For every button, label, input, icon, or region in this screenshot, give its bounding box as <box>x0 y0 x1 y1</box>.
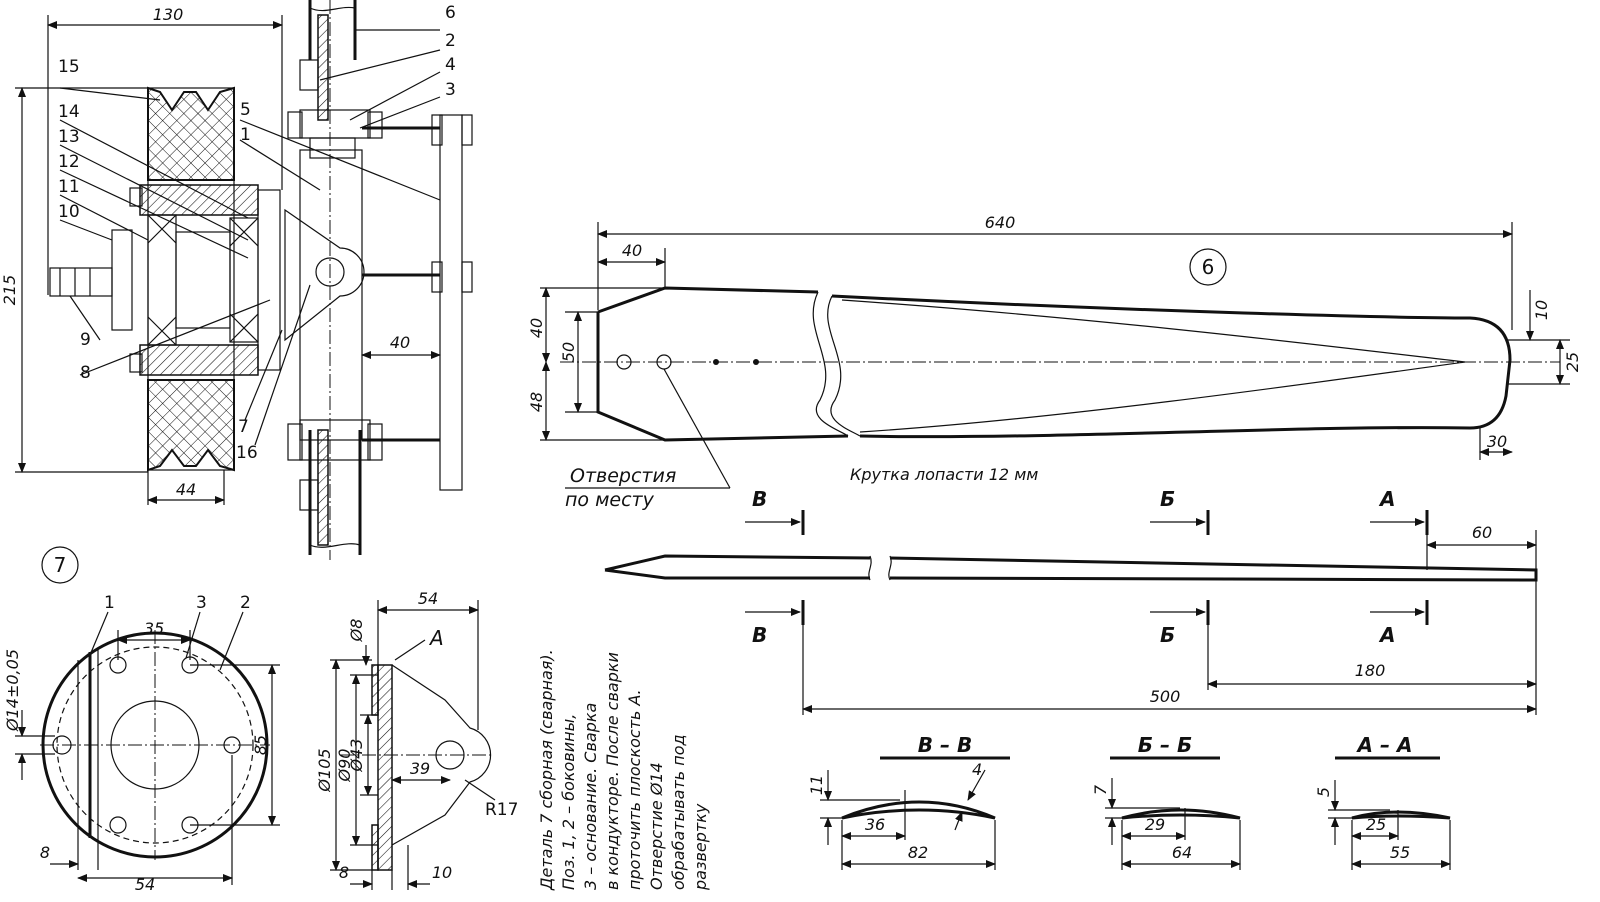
dim-shaft-offset: 40 <box>390 333 410 352</box>
part7-label-1: 1 <box>104 593 115 613</box>
part7-radius: R17 <box>485 800 518 820</box>
section-v-height: 11 <box>807 775 826 795</box>
part7-bore: Ø14±0,05 <box>3 649 22 732</box>
dim-tip-offset: 10 <box>1532 300 1551 320</box>
assembly-view: 130 215 44 40 <box>0 0 473 560</box>
section-b-title: Б – Б <box>1138 733 1192 757</box>
part7-side-width: 54 <box>418 589 438 608</box>
callout-8: 8 <box>80 363 91 383</box>
blade-side-view: В В Б Б А А 60 180 500 <box>604 487 1538 715</box>
section-a-a: А – А 5 25 55 <box>1314 733 1451 870</box>
callout-5: 5 <box>240 100 251 120</box>
callout-15: 15 <box>58 57 80 77</box>
section-a-title: А – А <box>1356 733 1413 757</box>
section-a-offset: 25 <box>1366 815 1386 834</box>
part7-thick-right: 10 <box>432 863 452 882</box>
section-b-b: Б – Б 7 29 64 <box>1091 733 1241 870</box>
part7-edge: 8 <box>40 843 50 862</box>
part7-d-mid: Ø90 <box>335 749 354 783</box>
cut-letter-v-bottom: В <box>752 623 767 647</box>
callout-12: 12 <box>58 152 80 172</box>
note-line-5: проточить плоскость А. <box>625 689 644 890</box>
callout-11: 11 <box>58 177 80 197</box>
dim-root-chamfer: 40 <box>622 241 642 260</box>
callout-6: 6 <box>445 3 456 23</box>
section-b-offset: 29 <box>1145 815 1165 834</box>
section-v-v: В – В 11 4 36 82 <box>807 733 1010 870</box>
dim-assembly-height: 215 <box>0 275 19 306</box>
holes-note-line2: по месту <box>565 489 655 511</box>
cut-letter-b-bottom: Б <box>1160 623 1175 647</box>
part7-d-outer: Ø105 <box>315 748 334 792</box>
part7-plane-label: А <box>428 626 444 650</box>
part7-d-small: Ø8 <box>347 619 366 643</box>
callout-3: 3 <box>445 80 456 100</box>
dim-blade-length: 640 <box>985 213 1016 232</box>
part7-note: Деталь 7 сборная (сварная). Поз. 1, 2 – … <box>537 649 710 891</box>
blade-part-number: 6 <box>1202 255 1215 279</box>
callout-13: 13 <box>58 127 80 147</box>
section-a-chord: 55 <box>1390 843 1410 862</box>
part7-side-view: 54 А Ø105 Ø90 Ø43 Ø8 39 R17 8 10 <box>315 589 518 890</box>
part7-thick-left: 8 <box>339 863 349 882</box>
section-b-height: 7 <box>1091 784 1110 795</box>
dim-tip-width: 25 <box>1563 352 1582 372</box>
note-line-4: в кондукторе. После сварки <box>603 652 622 890</box>
callout-9: 9 <box>80 330 91 350</box>
callout-14: 14 <box>58 102 80 122</box>
part7-front-view: 7 35 1 3 2 Ø14±0,05 85 <box>3 546 280 894</box>
cut-letter-v-top: В <box>752 487 767 511</box>
section-a-height: 5 <box>1314 787 1333 797</box>
part7-front-height: 85 <box>251 735 270 755</box>
cut-letter-b-top: Б <box>1160 487 1175 511</box>
cut-letter-a-bottom: А <box>1378 623 1395 647</box>
callout-10: 10 <box>58 202 80 222</box>
section-v-thickness: 4 <box>972 760 982 779</box>
note-line-3: 3 – основание. Сварка <box>581 703 600 890</box>
part7-hole-spacing: 35 <box>144 619 164 638</box>
dim-assembly-width: 130 <box>153 5 184 24</box>
dim-hub-width: 44 <box>176 480 196 499</box>
dim-section-v: 500 <box>1150 687 1181 706</box>
dim-half-lower: 48 <box>527 392 546 412</box>
dim-tip-length: 30 <box>1487 432 1507 451</box>
twist-note: Крутка лопасти 12 мм <box>850 465 1038 484</box>
callout-1: 1 <box>240 125 251 145</box>
note-line-6: Отверстие Ø14 <box>647 762 666 890</box>
part7-hole-dist: 39 <box>410 759 430 778</box>
note-line-7: обрабатывать под <box>669 734 688 890</box>
part7-label-2: 2 <box>240 593 251 613</box>
dim-section-b: 180 <box>1355 661 1386 680</box>
note-line-2: Поз. 1, 2 – боковины, <box>559 714 578 890</box>
callout-4: 4 <box>445 55 456 75</box>
section-v-offset: 36 <box>865 815 885 834</box>
callout-2: 2 <box>445 31 456 51</box>
part7-d-inner: Ø43 <box>347 739 366 773</box>
dim-tip-section-a: 60 <box>1472 523 1492 542</box>
part7-label-3: 3 <box>196 593 207 613</box>
callout-16: 16 <box>236 443 258 463</box>
section-v-chord: 82 <box>908 843 928 862</box>
note-line-1: Деталь 7 сборная (сварная). <box>537 649 556 891</box>
callout-7: 7 <box>238 417 249 437</box>
callout-group: 6 2 4 3 5 1 15 14 13 12 11 10 9 8 7 16 <box>58 3 456 463</box>
cut-letter-a-top: А <box>1378 487 1395 511</box>
part7-number: 7 <box>54 553 67 577</box>
section-b-chord: 64 <box>1172 843 1192 862</box>
section-v-title: В – В <box>918 733 972 757</box>
blade-plan-view: 640 40 40 50 48 10 25 30 6 Отверстия по … <box>527 213 1582 511</box>
holes-note-line1: Отверстия <box>570 465 676 487</box>
part7-front-width: 54 <box>135 875 155 894</box>
dim-half-upper: 40 <box>527 318 546 338</box>
note-line-8: развертку <box>691 803 710 891</box>
dim-root-width: 50 <box>559 342 578 362</box>
